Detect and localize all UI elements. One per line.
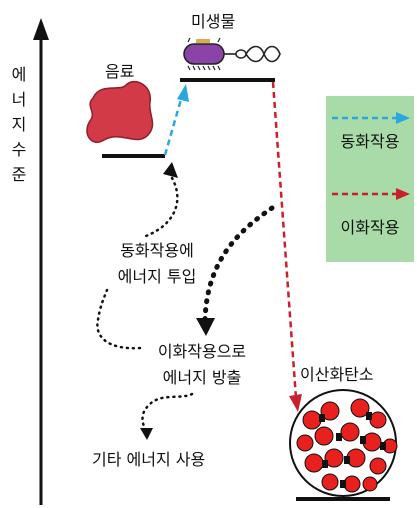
axis-label-energy-level: 에 너 지 수 준: [8, 62, 30, 187]
energy-release-arrowhead-icon: [196, 318, 215, 336]
legend: 동화작용 이화작용: [326, 96, 414, 262]
other-use-path: [141, 392, 194, 432]
axis-label-char: 수: [11, 140, 27, 159]
energy-release-path: [202, 205, 275, 325]
food-label: 음료: [105, 62, 135, 81]
anabolism-input-line-2: 에너지 투입: [117, 267, 197, 286]
legend-swatches: [332, 112, 410, 200]
anabolism-input-line-1: 동화작용에: [120, 241, 194, 260]
legend-catabolism-label: 이화작용: [340, 218, 400, 237]
catabolism-arrow: [271, 81, 302, 412]
other-use-label: 기타 에너지 사용: [92, 450, 206, 469]
axis-label-char: 준: [11, 165, 27, 184]
catabolism-release-line-1: 이화작용으로: [157, 342, 247, 361]
axis-label-char: 에: [11, 65, 27, 84]
energy-input-path: [144, 176, 179, 238]
energy-recycle-path: [96, 288, 142, 350]
food-blob-icon: [86, 80, 154, 143]
legend-anabolism-swatch: [332, 112, 410, 124]
anabolism-input-label: 동화작용에 에너지 투입: [92, 238, 222, 290]
catabolism-release-label: 이화작용으로 에너지 방출: [140, 339, 264, 391]
bacterium-icon: [183, 37, 281, 71]
legend-anabolism-label: 동화작용: [340, 132, 400, 151]
carbon-dioxide-molecules-icon: [289, 389, 398, 497]
catabolism-release-line-2: 에너지 방출: [162, 368, 242, 387]
co2-label: 이산화탄소: [300, 365, 374, 384]
axis-label-char: 너: [11, 90, 27, 109]
axis-arrowhead-icon: [33, 18, 49, 40]
axis-label-char: 지: [11, 115, 27, 134]
other-use-arrowhead-icon: [140, 428, 153, 440]
legend-catabolism-swatch: [332, 188, 410, 200]
microbe-label: 미생물: [191, 12, 236, 31]
energy-axis: [33, 18, 49, 505]
anabolism-arrow: [163, 84, 189, 156]
energy-input-arrowhead-icon: [163, 162, 178, 178]
